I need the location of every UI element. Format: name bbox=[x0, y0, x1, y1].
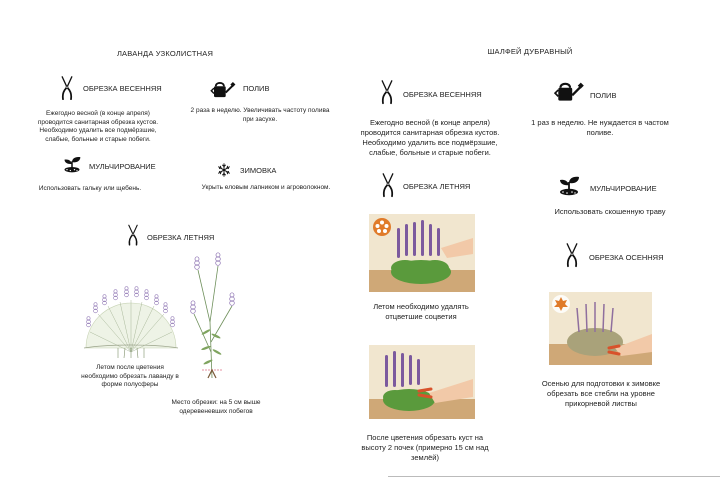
lavender-bush-illustration bbox=[83, 286, 179, 359]
sage-spring-pruning-label: ОБРЕЗКА ВЕСЕННЯЯ bbox=[403, 90, 482, 99]
snowflake-icon bbox=[217, 163, 231, 177]
lavender-mulching-text: Использовать гальку или щебень. bbox=[38, 185, 142, 192]
lavender-bush-caption: Летом после цветения необходимо обрезать… bbox=[81, 364, 179, 388]
lavender-stem-illustration bbox=[190, 252, 235, 379]
sage-summer-photo-1 bbox=[369, 214, 475, 292]
bottom-divider bbox=[388, 476, 720, 477]
lavender-title: ЛАВАНДА УЗКОЛИСТНАЯ bbox=[116, 49, 214, 58]
lavender-mulching-label: МУЛЬЧИРОВАНИЕ bbox=[89, 162, 156, 171]
lavender-wintering-label: ЗИМОВКА bbox=[240, 166, 277, 175]
sprout-icon bbox=[557, 172, 581, 196]
lavender-spring-pruning-label: ОБРЕЗКА ВЕСЕННЯЯ bbox=[83, 84, 162, 93]
sage-mulching-label: МУЛЬЧИРОВАНИЕ bbox=[590, 184, 657, 193]
sage-spring-pruning-text: Ежегодно весной (в конце апреля) проводи… bbox=[360, 118, 500, 157]
sage-mulching-text: Использовать скошенную траву bbox=[554, 207, 666, 216]
sage-watering-label: ПОЛИВ bbox=[590, 91, 617, 100]
pruning-shears-icon bbox=[59, 76, 75, 100]
pruning-shears-icon bbox=[564, 242, 580, 268]
sage-summer-caption-1: Летом необходимо удалять отцветшие соцве… bbox=[373, 302, 469, 321]
lavender-summer-pruning-label: ОБРЕЗКА ЛЕТНЯЯ bbox=[147, 233, 215, 242]
pruning-shears-icon bbox=[126, 224, 140, 246]
sage-autumn-caption: Осенью для подготовки к зимовке обрезать… bbox=[541, 379, 661, 408]
lavender-spring-pruning-text: Ежегодно весной (в конце апреля) проводи… bbox=[37, 110, 159, 143]
sage-autumn-pruning-label: ОБРЕЗКА ОСЕННЯЯ bbox=[589, 253, 664, 262]
sprout-icon bbox=[62, 153, 82, 173]
lavender-stem-caption: Место обрезки: на 5 см выше одеревеневши… bbox=[171, 399, 261, 415]
watering-can-icon bbox=[554, 80, 584, 102]
pruning-shears-icon bbox=[379, 79, 395, 105]
sage-autumn-photo bbox=[549, 292, 652, 365]
sage-summer-pruning-label: ОБРЕЗКА ЛЕТНЯЯ bbox=[403, 182, 471, 191]
sage-watering-text: 1 раз в неделю. Не нуждается в частом по… bbox=[531, 118, 669, 137]
sage-title: ШАЛФЕЙ ДУБРАВНЫЙ bbox=[487, 47, 573, 56]
sage-summer-photo-2 bbox=[369, 345, 475, 419]
lavender-wintering-text: Укрыть еловым лапником и агроволокном. bbox=[201, 184, 331, 191]
lavender-watering-text: 2 раза в неделю. Увеличивать частоту пол… bbox=[190, 107, 330, 123]
sage-summer-caption-2: После цветения обрезать куст на высоту 2… bbox=[361, 433, 489, 462]
lavender-watering-label: ПОЛИВ bbox=[243, 84, 270, 93]
pruning-shears-icon bbox=[380, 172, 396, 198]
watering-can-icon bbox=[210, 80, 236, 98]
